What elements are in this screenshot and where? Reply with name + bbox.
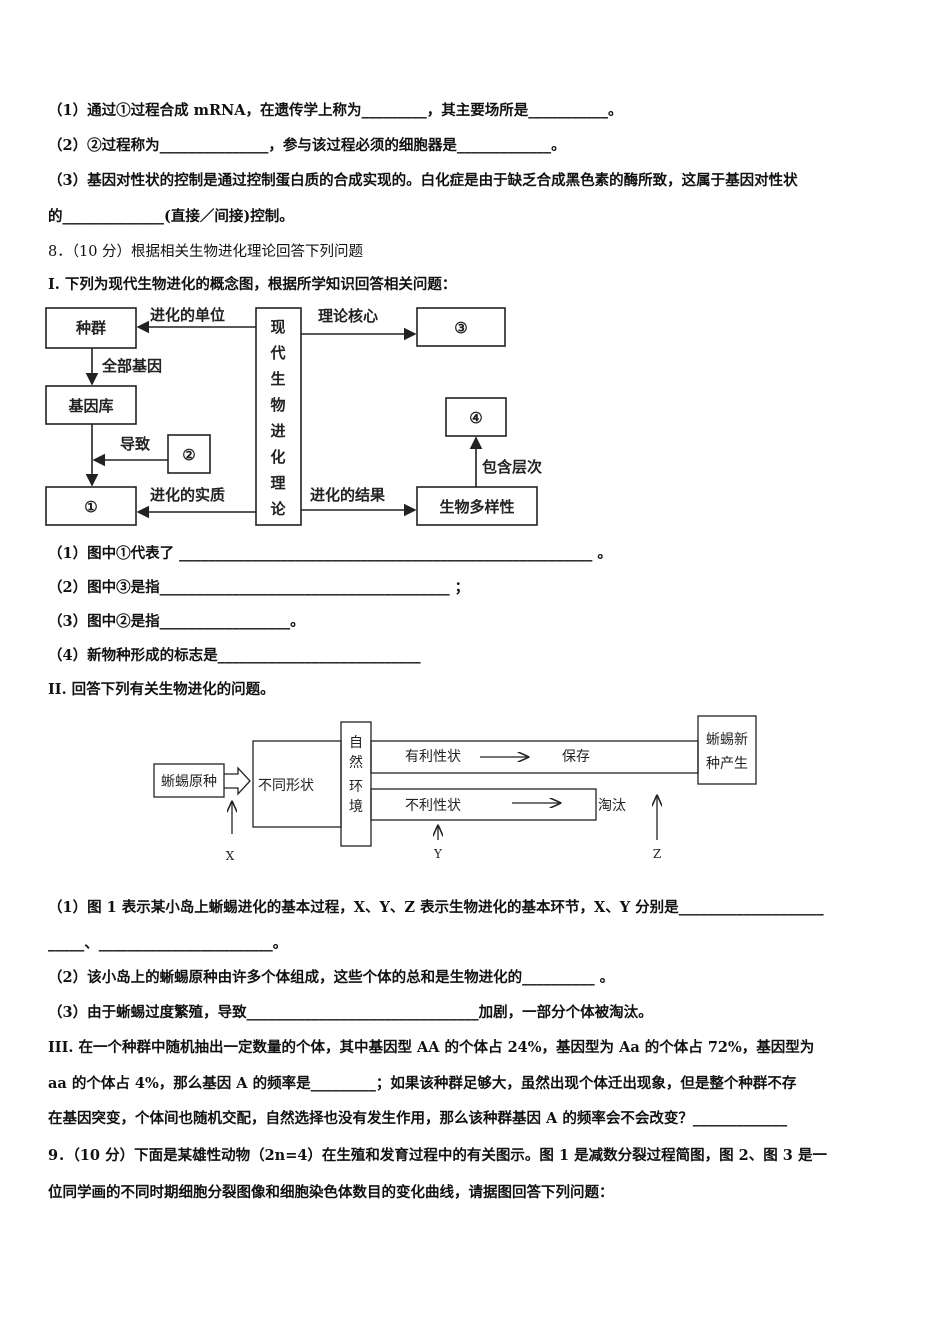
evolution-concept-map: 种群 基因库 ① ② ③ ④ 生物多样性 现 代 生 物 进 化 理 论 进化的… xyxy=(45,306,542,526)
box-1 xyxy=(45,486,137,526)
q8-heading: 8．（10 分）根据相关生物进化理论回答下列问题 xyxy=(48,244,364,260)
box-4 xyxy=(445,397,507,437)
q8-I-2: （2）图中③是指________________________________… xyxy=(48,579,470,596)
label-xinzhong-1: 蜥蜴新 xyxy=(706,732,748,748)
q8-I-3: （3）图中②是指__________________。 xyxy=(48,613,305,630)
label-yuanzhong: 蜥蜴原种 xyxy=(161,774,217,790)
center-char-4: 物 xyxy=(270,396,285,414)
box-env xyxy=(340,721,372,847)
center-char-8: 论 xyxy=(270,500,286,518)
q8-I-1: （1）图中①代表了 ______________________________… xyxy=(48,545,612,562)
lizard-evolution-diagram: 蜥蜴原种 不同形状 自 然 环 境 有利性状 保存 不利性状 淘汰 蜥蜴新 种产… xyxy=(153,715,757,863)
q8-I-4: （4）新物种形成的标志是____________________________ xyxy=(48,647,421,664)
box-zhongqun xyxy=(45,307,137,349)
arrow-label-danwei: 进化的单位 xyxy=(150,306,225,324)
q8-III-c: 在基因突变，个体间也随机交配，自然选择也没有发生作用，那么该种群基因 A 的频率… xyxy=(48,1110,788,1127)
arrow-label-shizhi: 进化的实质 xyxy=(150,486,225,504)
label-duoyang: 生物多样性 xyxy=(439,498,514,516)
label-youli: 有利性状 xyxy=(405,749,461,765)
q8-II-3: （3）由于蜥蜴过度繁殖，导致__________________________… xyxy=(48,1004,653,1021)
box-3 xyxy=(416,307,506,347)
label-baocun: 保存 xyxy=(562,749,590,765)
center-char-1: 现 xyxy=(270,318,285,336)
q8-II-1a: （1）图 1 表示某小岛上蜥蜴进化的基本过程，X、Y、Z 表示生物进化的基本环节… xyxy=(48,899,824,916)
env-char-4: 境 xyxy=(349,799,363,815)
box-xinzhong xyxy=(697,715,757,785)
label-taotai: 淘汰 xyxy=(598,798,626,814)
arrow-label-daozhi: 导致 xyxy=(120,435,151,453)
env-char-1: 自 xyxy=(349,735,363,751)
arrow-label-cengci: 包含层次 xyxy=(482,458,542,476)
q7-line-3a: （3）基因对性状的控制是通过控制蛋白质的合成实现的。白化症是由于缺乏合成黑色素的… xyxy=(48,172,798,189)
arrow-label-quanbu: 全部基因 xyxy=(101,357,162,375)
env-char-3: 环 xyxy=(349,779,363,795)
center-char-7: 理 xyxy=(270,474,285,492)
box-duoyang xyxy=(416,486,538,526)
q8-part-II-heading: II. 回答下列有关生物进化的问题。 xyxy=(48,681,275,698)
q8-III-b: aa 的个体占 4%，那么基因 A 的频率是_________；如果该种群足够大… xyxy=(48,1075,797,1092)
env-char-2: 然 xyxy=(349,754,363,771)
center-char-2: 代 xyxy=(269,344,285,362)
q8-III-a: III. 在一个种群中随机抽出一定数量的个体，其中基因型 AA 的个体占 24%… xyxy=(48,1039,815,1056)
box-2 xyxy=(167,434,211,474)
q8-II-1b: _____、________________________。 xyxy=(48,935,288,952)
box-jiyinku xyxy=(45,385,137,425)
label-1: ① xyxy=(84,498,97,516)
center-char-6: 化 xyxy=(270,448,285,466)
q8-II-2: （2）该小岛上的蜥蜴原种由许多个体组成，这些个体的总和是生物进化的_______… xyxy=(48,969,615,986)
box-center xyxy=(255,307,302,526)
arrow-label-jieguo: 进化的结果 xyxy=(310,486,386,504)
label-jiyinku: 基因库 xyxy=(67,397,113,415)
label-zhongqun: 种群 xyxy=(75,319,106,337)
box-yuanzhong xyxy=(153,763,225,798)
label-x: X xyxy=(226,849,235,863)
center-char-3: 生 xyxy=(270,370,285,388)
q7-line-3b: 的______________(直接／间接)控制。 xyxy=(48,208,294,225)
label-2: ② xyxy=(182,446,195,464)
label-z: Z xyxy=(653,847,661,861)
label-y: Y xyxy=(433,847,443,861)
q9-line-a: 9．（10 分）下面是某雄性动物（2n=4）在生殖和发育过程中的有关图示。图 1… xyxy=(48,1147,827,1164)
label-buli: 不利性状 xyxy=(405,798,461,814)
q8-part-I-heading: I. 下列为现代生物进化的概念图，根据所学知识回答相关问题： xyxy=(48,276,457,293)
arrow-label-hexin: 理论核心 xyxy=(318,307,378,325)
label-3: ③ xyxy=(454,319,467,337)
label-4: ④ xyxy=(469,409,482,427)
q7-line-1: （1）通过①过程合成 mRNA，在遗传学上称为_________，其主要场所是_… xyxy=(48,102,623,119)
strip-buli xyxy=(370,788,597,821)
hollow-arrow xyxy=(224,766,251,796)
q7-line-2: （2）②过程称为_______________，参与该过程必须的细胞器是____… xyxy=(48,137,566,154)
label-butong: 不同形状 xyxy=(258,778,314,794)
label-xinzhong-2: 种产生 xyxy=(706,756,748,772)
q9-line-b: 位同学画的不同时期细胞分裂图像和细胞染色体数目的变化曲线，请据图回答下列问题： xyxy=(48,1184,614,1201)
center-char-5: 进 xyxy=(270,422,285,440)
